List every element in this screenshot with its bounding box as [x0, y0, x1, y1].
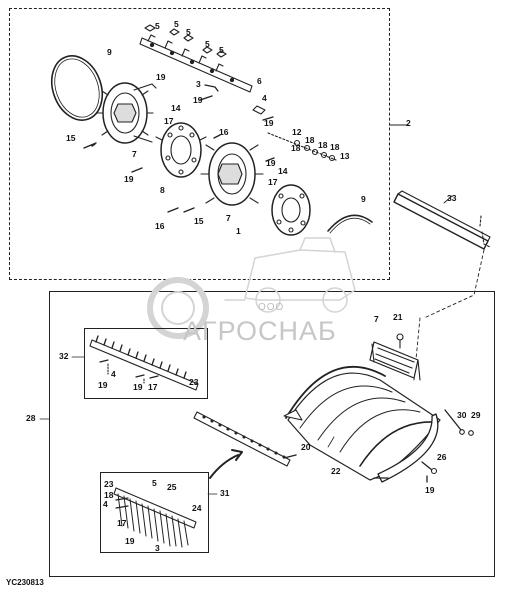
callout-5: 5 [152, 478, 157, 488]
callout-21: 21 [393, 312, 403, 322]
inset-32-parts [89, 335, 199, 391]
callout-16: 16 [219, 127, 229, 137]
callout-17: 17 [268, 177, 278, 187]
watermark-company: ООО [258, 302, 285, 313]
callout-7: 7 [132, 149, 137, 159]
callout-28: 28 [26, 413, 36, 423]
knife-bar-top [139, 34, 253, 93]
callout-23: 23 [189, 377, 199, 387]
callout-5: 5 [219, 45, 224, 55]
callout-19: 19 [266, 158, 276, 168]
callout-5: 5 [205, 39, 210, 49]
belt-ring-right-arc [327, 214, 373, 232]
pulley-center [200, 142, 264, 206]
callout-3: 3 [155, 543, 160, 553]
callout-29: 29 [471, 410, 481, 420]
callout-19: 19 [425, 485, 435, 495]
callout-14: 14 [278, 166, 288, 176]
callout-6: 6 [257, 76, 262, 86]
callout-14: 14 [171, 103, 181, 113]
callout-18: 18 [291, 143, 301, 153]
watermark-logo [147, 237, 356, 339]
callout-19: 19 [124, 174, 134, 184]
inset-detail-32 [84, 328, 208, 399]
callout-20: 20 [301, 442, 311, 452]
grate-7 [369, 333, 421, 381]
callout-19: 19 [133, 382, 143, 392]
callout-19: 19 [156, 72, 166, 82]
curved-arrow [209, 454, 239, 479]
callout-33: 33 [447, 193, 457, 203]
callout-7: 7 [226, 213, 231, 223]
callout-4: 4 [103, 499, 108, 509]
callout-32: 32 [59, 351, 69, 361]
rotor-disk-8 [155, 122, 207, 178]
figure-id: YC230813 [6, 578, 44, 587]
callout-17: 17 [117, 518, 127, 528]
fastener-chain [267, 132, 337, 162]
callout-9: 9 [107, 47, 112, 57]
callout-24: 24 [192, 503, 202, 513]
watermark-brand: АГРОСНАБ [183, 316, 337, 346]
callout-17: 17 [148, 382, 158, 392]
callout-30: 30 [457, 410, 467, 420]
rasp-bar [193, 411, 291, 467]
belt-ring-left [50, 55, 104, 121]
callout-19: 19 [193, 95, 203, 105]
callout-9: 9 [361, 194, 366, 204]
pulley-upper-left [96, 82, 157, 144]
upper-assembly-frame [9, 8, 390, 280]
callout-15: 15 [66, 133, 76, 143]
callout-3: 3 [196, 79, 201, 89]
rotor-disk-right [271, 184, 311, 236]
callout-31: 31 [220, 488, 230, 498]
callout-23: 23 [104, 479, 114, 489]
callout-8: 8 [160, 185, 165, 195]
callout-15: 15 [194, 216, 204, 226]
callout-13: 13 [340, 151, 350, 161]
callout-19: 19 [98, 380, 108, 390]
concave-22 [283, 365, 441, 483]
callout-1: 1 [236, 226, 241, 236]
inset-detail-31 [100, 472, 209, 553]
lower-assembly-frame [49, 291, 495, 577]
callout-18: 18 [318, 140, 328, 150]
callout-4: 4 [262, 93, 267, 103]
callout-5: 5 [174, 19, 179, 29]
callout-16: 16 [155, 221, 165, 231]
callout-7: 7 [374, 314, 379, 324]
callout-12: 12 [292, 127, 302, 137]
callout-17: 17 [164, 116, 174, 126]
callout-5: 5 [155, 21, 160, 31]
callout-18: 18 [305, 135, 315, 145]
callout-25: 25 [167, 482, 177, 492]
bar-33 [393, 190, 491, 250]
callout-19: 19 [264, 118, 274, 128]
callout-18: 18 [330, 142, 340, 152]
callout-5: 5 [186, 27, 191, 37]
callout-18: 18 [104, 490, 114, 500]
callout-22: 22 [331, 466, 341, 476]
callout-26: 26 [437, 452, 447, 462]
callout-2: 2 [406, 118, 411, 128]
callout-4: 4 [111, 369, 116, 379]
inset-31-parts [113, 487, 197, 548]
callout-19: 19 [125, 536, 135, 546]
